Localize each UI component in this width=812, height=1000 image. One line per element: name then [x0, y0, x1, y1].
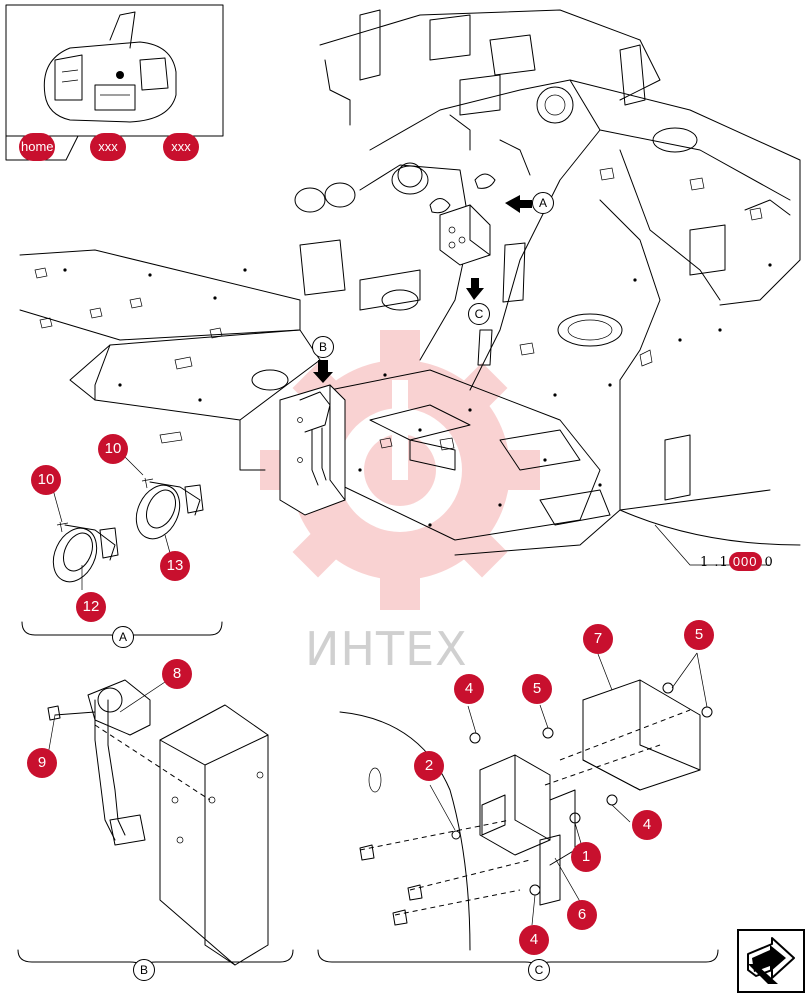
nav-link-2[interactable]: xxx — [163, 133, 199, 161]
home-link[interactable]: home — [19, 133, 55, 161]
figure-ref-prefix: 1 .1 — [700, 555, 729, 570]
nav-link-1[interactable]: xxx — [90, 133, 126, 161]
view-arrow-a-label: A — [532, 192, 554, 214]
excavator-thumbnail — [43, 11, 177, 123]
part-callout-12[interactable]: 12 — [76, 592, 106, 622]
figure-ref-link[interactable]: 000 — [728, 552, 762, 571]
part-callout-13[interactable]: 13 — [160, 551, 190, 581]
section-label-c: C — [528, 959, 550, 981]
part-callout-5[interactable]: 5 — [684, 620, 714, 650]
part-callout-2[interactable]: 2 — [414, 751, 444, 781]
part-callout-10[interactable]: 10 — [31, 465, 61, 495]
part-callout-8[interactable]: 8 — [162, 659, 192, 689]
view-arrow-b-label: B — [312, 336, 334, 358]
view-arrow-c-label: C — [468, 303, 490, 325]
detail-c-drawing — [317, 679, 719, 971]
watermark-text: ИНТЕХ — [305, 622, 468, 676]
part-callout-4[interactable]: 4 — [519, 925, 549, 955]
figure-ref-suffix: 0 — [764, 555, 774, 570]
next-arrow-icon-glyph — [747, 937, 795, 984]
part-callout-9[interactable]: 9 — [27, 748, 57, 778]
part-callout-1[interactable]: 1 — [571, 842, 601, 872]
machine-frame-drawing — [19, 9, 801, 566]
part-callout-4[interactable]: 4 — [454, 674, 484, 704]
part-callout-6[interactable]: 6 — [567, 900, 597, 930]
part-callout-10[interactable]: 10 — [98, 434, 128, 464]
section-label-a: A — [112, 626, 134, 648]
section-label-b: B — [133, 959, 155, 981]
part-callout-5[interactable]: 5 — [522, 674, 552, 704]
part-callout-4[interactable]: 4 — [632, 810, 662, 840]
part-callout-7[interactable]: 7 — [583, 624, 613, 654]
detail-b-drawing — [17, 679, 294, 971]
detail-a-drawing — [21, 477, 223, 643]
watermark-gear-logo — [260, 330, 540, 610]
next-arrow-icon[interactable] — [742, 934, 800, 988]
